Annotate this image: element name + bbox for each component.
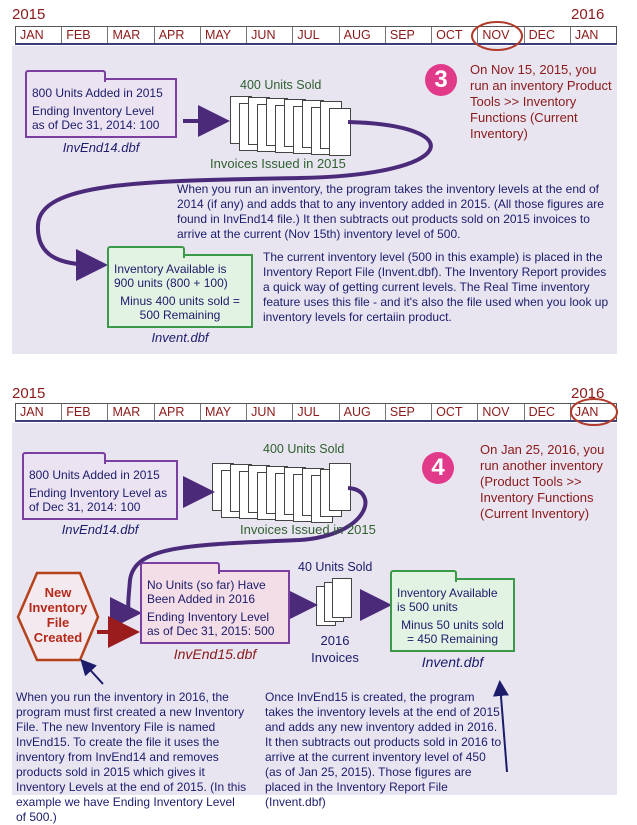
file-label: Invent.dbf — [151, 330, 209, 345]
folder-line: Minus 50 units sold = 450 Remaining — [401, 618, 504, 646]
month-nov: NOV — [478, 27, 525, 43]
step-text: On Jan 25, 2016, you run another invento… — [480, 442, 605, 521]
invoice-sheet — [332, 578, 352, 618]
month-sep: SEP — [386, 404, 433, 420]
month-jun: JUN — [247, 27, 294, 43]
result-explanation: The current inventory level (500 in this… — [263, 250, 609, 324]
month-jan: JAN — [16, 404, 63, 420]
curved-arrow — [109, 486, 368, 629]
invoice-sheet — [329, 108, 351, 156]
month-mar: MAR — [108, 27, 155, 43]
right-explanation: Once InvEnd15 is created, the program ta… — [265, 690, 502, 809]
folder-line: Minus 400 units sold = 500 Remaining — [120, 294, 240, 322]
month-may: MAY — [201, 404, 248, 420]
invent-folder: Inventory Available is 500 units Minus 5… — [390, 570, 515, 652]
units-sold: 400 Units Sold — [240, 78, 322, 92]
month-sep: SEP — [386, 27, 433, 43]
invoices-2016: 2016 Invoices — [311, 633, 359, 665]
month-feb: FEB — [62, 404, 109, 420]
pointer-arrow — [80, 659, 104, 685]
invend14-folder: 800 Units Added in 2015 Ending Inventory… — [25, 70, 177, 138]
folder-line: Ending Inventory Level as of Dec 31, 201… — [29, 486, 168, 514]
month-jul: JUL — [293, 27, 340, 43]
invent-group: Inventory Available is 500 units Minus 5… — [390, 568, 515, 670]
year-end: 2016 — [571, 385, 605, 402]
invend15-folder: No Units (so far) Have Been Added in 201… — [140, 562, 290, 644]
file-label: Invent.dbf — [421, 654, 484, 670]
folder-line: No Units (so far) Have Been Added in 201… — [147, 578, 266, 606]
explanation: When you run an inventory, the program t… — [177, 182, 604, 241]
folder-line: Ending Inventory Level as of Dec 31, 201… — [147, 610, 275, 638]
folder-line: Inventory Available is 500 units — [397, 586, 498, 614]
folder-line: 800 Units Added in 2015 — [29, 468, 160, 482]
folder-line: Inventory Available is 900 units (800 + … — [114, 262, 228, 290]
month-nov: NOV — [478, 404, 525, 420]
file-label: InvEnd14.dbf — [62, 140, 140, 155]
file-label: InvEnd14.dbf — [61, 522, 139, 537]
hexagon-label: New Inventory File Created — [28, 585, 88, 645]
invend15-group: No Units (so far) Have Been Added in 201… — [140, 560, 290, 662]
month-aug: AUG — [340, 404, 386, 420]
folder-line: Ending Inventory Level as of Dec 31, 201… — [32, 104, 160, 132]
month-feb: FEB — [62, 27, 109, 43]
invent-group: Inventory Available is 900 units (800 + … — [107, 244, 253, 346]
file-label: InvEnd15.dbf — [173, 646, 257, 662]
invent-folder: Inventory Available is 900 units (800 + … — [107, 246, 253, 328]
invend14-group: 800 Units Added in 2015 Ending Inventory… — [22, 450, 178, 538]
month-aug: AUG — [340, 27, 386, 43]
month-jul: JUL — [293, 404, 340, 420]
units-sold: 400 Units Sold — [263, 442, 345, 456]
step3-lower-block: When you run an inventory, the program t… — [12, 182, 617, 346]
year-start: 2015 — [12, 6, 46, 23]
month-jan: JAN — [574, 28, 599, 42]
month-mar: MAR — [108, 404, 155, 420]
invoices-label: Invoices Issued in 2015 — [240, 522, 376, 537]
highlight-circle-jan — [570, 398, 618, 426]
month-oct: OCT — [432, 27, 479, 43]
pointer-arrow — [492, 680, 509, 773]
month-dec: DEC — [525, 27, 571, 43]
month-jan: JAN — [574, 405, 599, 419]
invend14-group: 800 Units Added in 2015 Ending Inventory… — [25, 68, 177, 156]
month-oct: OCT — [432, 404, 479, 420]
month-apr: APR — [155, 27, 201, 43]
hexagon — [16, 571, 100, 662]
year-start: 2015 — [12, 385, 46, 402]
month-apr: APR — [155, 404, 201, 420]
step-text: On Nov 15, 2015, you run an inventory Pr… — [470, 62, 612, 141]
folder-line: 800 Units Added in 2015 — [32, 86, 163, 100]
step-badge: 4 — [422, 452, 454, 484]
curved-arrow — [35, 120, 433, 281]
month-jun: JUN — [247, 404, 294, 420]
units-sold-2016: 40 Units Sold — [298, 560, 373, 574]
step-badge: 3 — [425, 64, 457, 96]
result-row: Inventory Available is 900 units (800 + … — [12, 244, 617, 346]
arrows-layer — [16, 21, 618, 773]
month-jan: JAN — [16, 27, 63, 43]
month-may: MAY — [201, 27, 248, 43]
invend14-folder: 800 Units Added in 2015 Ending Inventory… — [22, 452, 178, 520]
highlight-circle-nov — [471, 21, 523, 51]
year-end: 2016 — [571, 6, 605, 23]
invoices-label: Invoices Issued in 2015 — [210, 156, 346, 171]
